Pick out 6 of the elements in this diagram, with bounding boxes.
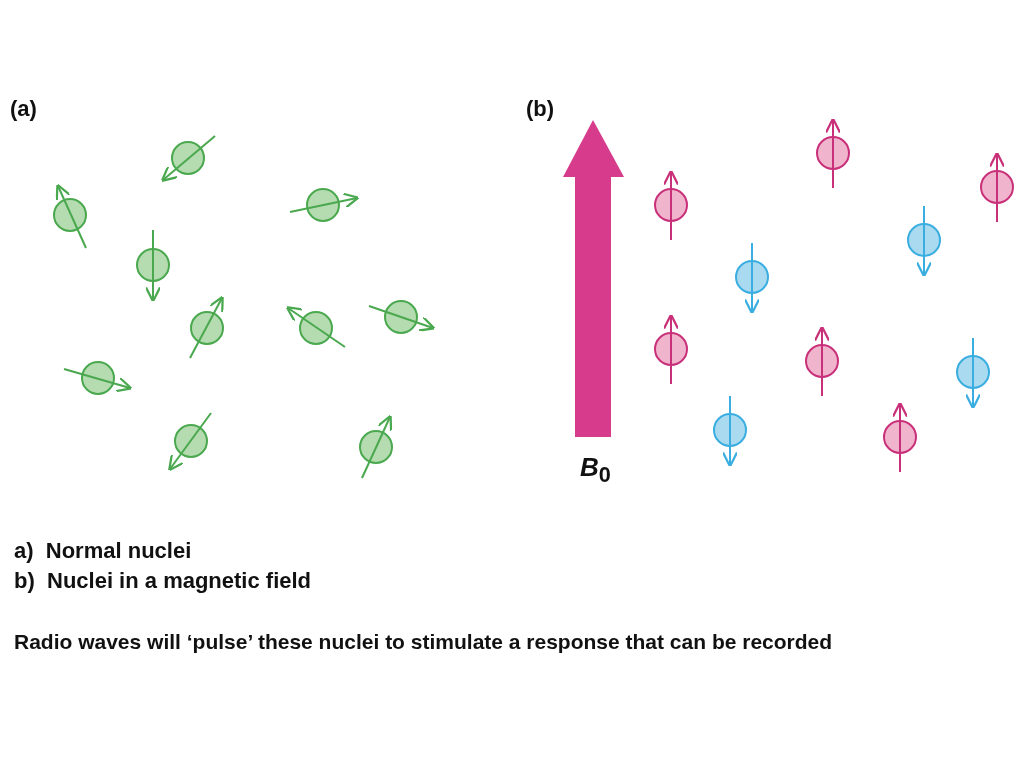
caption-line: a) Normal nuclei xyxy=(14,538,192,564)
caption-note: Radio waves will ‘pulse’ these nuclei to stimulate a response that can be recorded xyxy=(14,630,833,654)
panel-label: (a) xyxy=(10,96,37,122)
field-label: B$_{0}$ xyxy=(580,452,611,489)
caption-line: b) Nuclei in a magnetic field xyxy=(14,568,312,594)
panel-label: (b) xyxy=(526,96,555,122)
